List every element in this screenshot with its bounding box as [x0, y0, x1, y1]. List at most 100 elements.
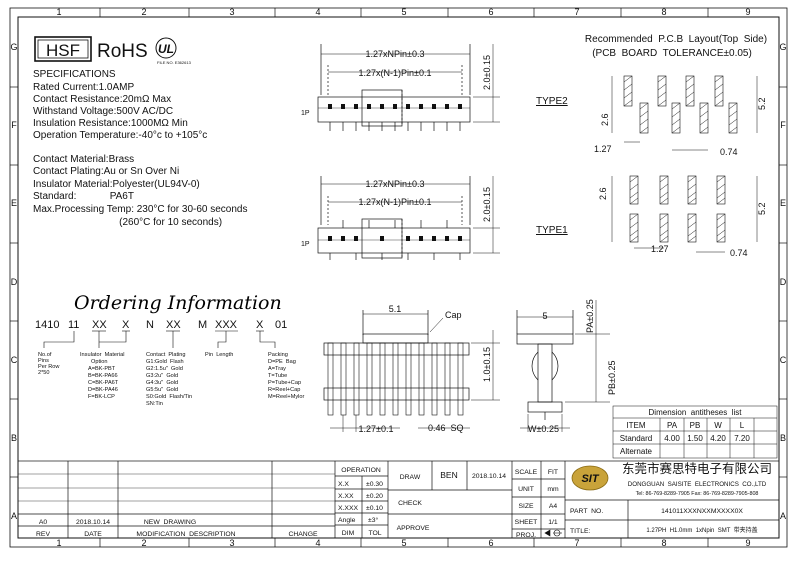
- tol-val: ±0.10: [366, 505, 383, 512]
- code-part: X: [122, 319, 130, 331]
- antitheses-header: PB: [690, 421, 701, 430]
- col-label: 3: [229, 7, 234, 17]
- pcb-type2-d3: 1.27: [594, 144, 612, 154]
- insulator-option: D=BK-PA46: [88, 387, 118, 393]
- pcb-title: Recommended P.C.B Layout(Top Side): [585, 34, 767, 45]
- svg-text:UL: UL: [158, 42, 174, 56]
- code-part: M: [198, 319, 207, 331]
- antitheses-cell: Alternate: [620, 447, 653, 456]
- ordering-information: Ordering Information 1410 11 XX X N XX M…: [35, 292, 305, 407]
- plating-option: G5:5u" Gold: [146, 387, 178, 393]
- pcb-type1-d4: 0.74: [730, 248, 748, 258]
- antitheses-header: L: [740, 421, 745, 430]
- title-block: [17, 460, 780, 539]
- front-cap-dim: 5.1: [389, 304, 402, 314]
- code-part: N: [146, 319, 154, 331]
- type2-height-dim: 2.0±0.15: [482, 55, 492, 90]
- material-line: Contact Plating:Au or Sn Over Ni: [33, 166, 179, 177]
- row-label: D: [11, 277, 18, 287]
- unit-value: mm: [547, 486, 559, 493]
- plating-option: S0:Gold Flash/Tin: [146, 394, 192, 400]
- title-value: 1.27PH H1.0mm 1xNpin SMT 带夹持盖: [646, 526, 757, 534]
- row-label: C: [11, 355, 18, 365]
- packing-option: T=Tube: [268, 373, 287, 379]
- type2-pin1: 1P: [301, 110, 310, 117]
- insulator-option: Insulator Material: [80, 352, 124, 358]
- type2-pads: [328, 104, 462, 109]
- pcb-type2-hatch: [623, 75, 738, 134]
- col-label: 6: [488, 7, 493, 17]
- pcb-type2-d4: 0.74: [720, 147, 738, 157]
- row-label: E: [11, 198, 17, 208]
- pcb-type2: [611, 75, 758, 151]
- front-view: [323, 310, 500, 432]
- rev-date-value: 2018.10.14: [76, 519, 110, 526]
- insulator-option: A=BK-PBT: [88, 366, 116, 372]
- logo-block: HSF RoHS UL FILE NO. E362613: [34, 36, 192, 65]
- title-label: TITLE:: [570, 528, 591, 535]
- rev-value: A0: [39, 519, 48, 526]
- front-height-dim: 1.0±0.15: [482, 347, 492, 382]
- sheet-label: SHEET: [515, 519, 538, 526]
- plating-option: G1:Gold Flash: [146, 359, 184, 365]
- draw-date: 2018.10.14: [472, 473, 506, 480]
- spec-line: Operation Temperature:-40°c to +105°c: [33, 130, 207, 141]
- pcb-subtitle: (PCB BOARD TOLERANCE±0.05): [592, 48, 752, 59]
- plating-option: Contact Plating: [146, 352, 186, 358]
- row-label: B: [780, 433, 786, 443]
- approve-label: APPROVE: [397, 525, 430, 532]
- material-line: Max.Processing Temp: 230°C for 30-60 sec…: [33, 204, 247, 215]
- rev-header: REV: [36, 531, 50, 538]
- drawer-name: BEN: [440, 470, 457, 480]
- spec-heading: SPECIFICATIONS: [33, 69, 116, 80]
- side-pb-dim: PB±0.25: [607, 361, 617, 395]
- row-label: F: [780, 120, 786, 130]
- change-header: CHANGE: [288, 531, 318, 538]
- size-label: SIZE: [518, 503, 534, 510]
- material-line: (260°C for 10 seconds): [33, 217, 222, 228]
- insulator-option: B=BK-PA66: [88, 373, 118, 379]
- scale-value: FIT: [548, 469, 558, 476]
- col-label: 1: [56, 538, 61, 548]
- operation-label: OPERATION: [341, 467, 381, 474]
- antitheses-header: ITEM: [626, 421, 645, 430]
- antitheses-cell: 7.20: [734, 434, 750, 443]
- pins-label: Pins: [38, 358, 49, 364]
- type2-label: TYPE2: [536, 96, 568, 107]
- plating-option: G4:3u" Gold: [146, 380, 178, 386]
- check-label: CHECK: [398, 500, 422, 507]
- type1-pads: [328, 236, 462, 241]
- col-label: 2: [141, 7, 146, 17]
- pcb-type1-d1: 2.6: [598, 187, 608, 200]
- antitheses-title: Dimension antitheses list: [649, 408, 743, 417]
- row-label: A: [11, 511, 17, 521]
- code-part: 11: [68, 319, 79, 331]
- col-label: 2: [141, 538, 146, 548]
- spec-line: Insulation Resistance:1000MΩ Min: [33, 118, 188, 129]
- tol-val: ±0.20: [366, 493, 383, 500]
- ordering-title: Ordering Information: [74, 292, 282, 314]
- part-no-label: PART NO.: [570, 508, 603, 515]
- side-width-dim: 5: [542, 311, 547, 321]
- material-line: Standard: PA6T: [33, 191, 134, 202]
- antitheses-header: W: [714, 421, 722, 430]
- insulator-option: F=BK-LCP: [88, 394, 115, 400]
- antitheses-cell: 4.20: [710, 434, 726, 443]
- antitheses-header: PA: [667, 421, 678, 430]
- material-line: Contact Material:Brass: [33, 154, 134, 165]
- hsf-logo-text: HSF: [46, 41, 80, 60]
- rohs-logo: RoHS: [97, 41, 148, 62]
- pcb-type1-d2: 5.2: [757, 202, 767, 215]
- code-part: 1410: [35, 319, 59, 331]
- pins-label: No.of: [38, 352, 52, 358]
- scale-label: SCALE: [515, 469, 538, 476]
- packing-option: D=PE Bag: [268, 359, 296, 365]
- modification-header: MODIFICATION DESCRIPTION: [136, 531, 235, 538]
- col-label: 8: [661, 538, 666, 548]
- dim-label: DIM: [342, 530, 355, 537]
- insulator-option: Option: [91, 359, 107, 365]
- row-label: C: [780, 355, 787, 365]
- col-label: 5: [401, 7, 406, 17]
- proj-label: PROJ.: [516, 532, 536, 539]
- pcb-type1-hatch: [629, 175, 726, 243]
